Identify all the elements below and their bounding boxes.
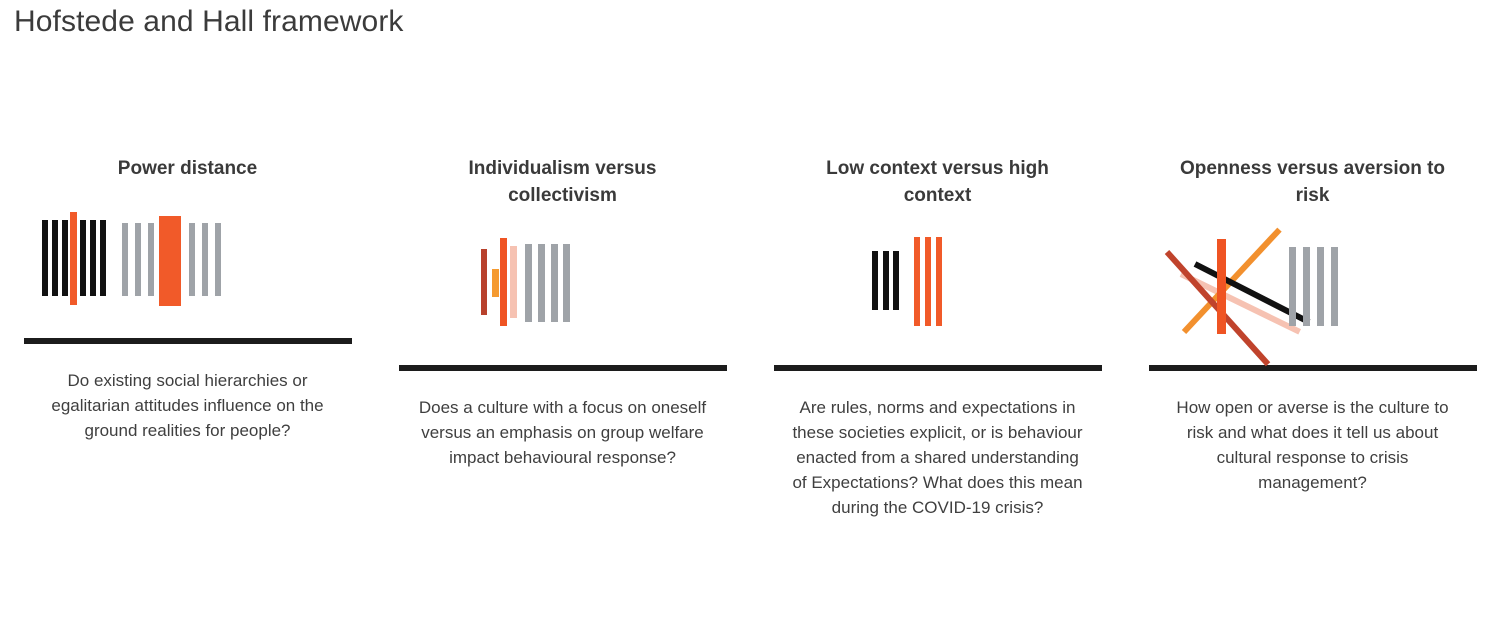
bars-black-and-orange-icon — [778, 231, 1098, 351]
bar-black-6 — [99, 220, 106, 296]
bar-grey-3 — [550, 244, 558, 322]
bar-grey-3 — [147, 223, 154, 296]
column-divider-4 — [1148, 365, 1477, 371]
column-individualism-versus-collectivism: Individualism versus collectivism Does a… — [375, 155, 750, 520]
bar-grey-4 — [562, 244, 570, 322]
bar-black-4 — [79, 220, 86, 296]
bar-grey-5 — [201, 223, 208, 296]
column-heading-openness-versus-aversion-to-risk: Openness versus aversion to risk — [1179, 158, 1446, 206]
bar-grey-1 — [524, 244, 532, 322]
page-title: Hofstede and Hall framework — [14, 5, 404, 38]
bars-warm-and-grey-icon — [403, 231, 723, 351]
column-body-low-context-versus-high-context: Are rules, norms and expectations in the… — [792, 398, 1083, 517]
column-power-distance: Power distance Do existing social hierar… — [0, 155, 375, 520]
crossing-lines-and-grey-bars-icon — [1153, 227, 1473, 367]
bar-orange-block — [158, 216, 181, 306]
bar-grey-2 — [134, 223, 141, 296]
bar-amber — [491, 269, 499, 297]
column-divider-1 — [23, 338, 352, 344]
column-heading-individualism-versus-collectivism: Individualism versus collectivism — [468, 158, 657, 206]
bar-orange-accent-left — [69, 212, 77, 305]
bar-salmon — [509, 246, 517, 318]
column-openness-versus-aversion-to-risk: Openness versus aversion to risk How ope… — [1125, 155, 1500, 520]
column-body-individualism-versus-collectivism: Does a culture with a focus on oneself v… — [418, 398, 707, 467]
bar-grey-1 — [1288, 247, 1296, 326]
bar-grey-1 — [121, 223, 128, 296]
bar-black-5 — [89, 220, 96, 296]
bar-black-3 — [892, 251, 899, 310]
bar-black-3 — [61, 220, 68, 296]
bar-black-2 — [51, 220, 58, 296]
bar-grey-3 — [1316, 247, 1324, 326]
bar-orange-3 — [935, 237, 942, 326]
bar-orange-vertical — [1216, 239, 1226, 334]
column-divider-2 — [398, 365, 727, 371]
bar-orange-2 — [924, 237, 931, 326]
bar-grey-4 — [188, 223, 195, 296]
column-low-context-versus-high-context: Low context versus high context Are rule… — [750, 155, 1125, 520]
framework-columns: Power distance Do existing social hierar… — [0, 155, 1500, 520]
bar-orange-1 — [913, 237, 920, 326]
bar-grey-2 — [537, 244, 545, 322]
bar-black-1 — [41, 220, 48, 296]
bars-black-orange-grey-icon — [28, 204, 348, 324]
bar-black-1 — [871, 251, 878, 310]
bar-dark-red — [480, 249, 487, 315]
bar-black-2 — [882, 251, 889, 310]
bar-grey-2 — [1302, 247, 1310, 326]
bar-grey-4 — [1330, 247, 1338, 326]
column-body-power-distance: Do existing social hierarchies or egalit… — [51, 371, 324, 440]
bar-orange-tall — [499, 238, 507, 326]
column-heading-power-distance: Power distance — [117, 158, 258, 179]
column-divider-3 — [773, 365, 1102, 371]
bar-grey-6 — [214, 223, 221, 296]
column-heading-low-context-versus-high-context: Low context versus high context — [826, 158, 1049, 206]
column-body-openness-versus-aversion-to-risk: How open or averse is the culture to ris… — [1176, 398, 1449, 492]
